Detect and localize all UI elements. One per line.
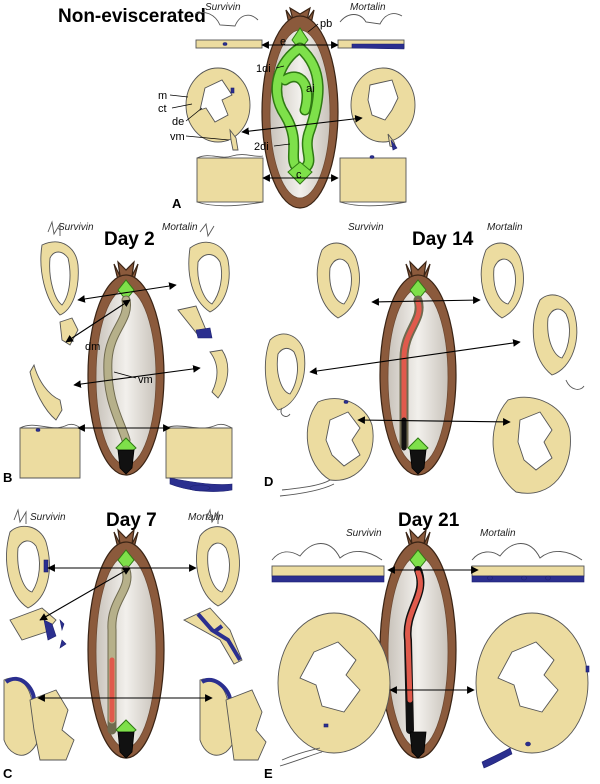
panel-a-stain-right: Mortalin xyxy=(350,2,386,13)
panel-a-body xyxy=(261,6,339,209)
label-ct: ct xyxy=(158,103,167,115)
label-ai: ai xyxy=(306,83,315,95)
panel-b-right-tissues xyxy=(165,222,233,492)
label-e: e xyxy=(280,36,286,48)
panel-d-stain-left: Survivin xyxy=(348,222,384,233)
panel-e: Day 21 Survivin Mortalin E xyxy=(264,510,590,781)
label-2di: 2di xyxy=(254,141,269,153)
panel-c-title: Day 7 xyxy=(106,510,157,531)
label-vm: vm xyxy=(170,131,185,143)
panel-c-body xyxy=(87,528,165,759)
label-pb: pb xyxy=(320,18,332,30)
panel-d-letter: D xyxy=(264,474,273,489)
panel-b-body xyxy=(87,260,165,476)
panel-d-body xyxy=(379,260,457,476)
panel-e-stain-right: Mortalin xyxy=(480,528,516,539)
panel-b-letter: B xyxy=(3,470,12,485)
panel-a-letter: A xyxy=(172,196,182,211)
label-c: c xyxy=(296,169,302,181)
panel-e-title: Day 21 xyxy=(398,510,460,531)
panel-c-letter: C xyxy=(3,766,13,781)
panel-c-stain-right: Mortalin xyxy=(188,512,224,523)
panel-d: Day 14 Survivin Mortalin D xyxy=(264,222,585,497)
panel-a-right-tissues xyxy=(337,13,416,207)
panel-e-left-tissues xyxy=(271,543,391,767)
panel-e-stain-left: Survivin xyxy=(346,528,382,539)
panel-c-stain-left: Survivin xyxy=(30,512,66,523)
panel-b-stain-left: Survivin xyxy=(58,222,94,233)
panel-d-right-tissues xyxy=(480,242,585,494)
panel-b-left-tissues xyxy=(19,220,81,479)
panel-d-left-tissues xyxy=(264,242,374,497)
panel-a-stain-left: Survivin xyxy=(205,2,241,13)
panel-c-left-tissues xyxy=(3,508,75,761)
label-b-dm: dm xyxy=(85,341,100,353)
panel-a-title: Non-eviscerated xyxy=(58,6,206,27)
panel-c-right-tissues xyxy=(183,508,267,761)
panel-d-stain-right: Mortalin xyxy=(487,222,523,233)
panel-e-letter: E xyxy=(264,766,273,781)
panel-a-left-tissues xyxy=(185,12,264,207)
label-1di: 1di xyxy=(256,63,271,75)
panel-e-right-tissues xyxy=(471,543,590,769)
label-de: de xyxy=(172,116,184,128)
panel-d-title: Day 14 xyxy=(412,229,474,250)
panel-b-stain-right: Mortalin xyxy=(162,222,198,233)
panel-a: Non-eviscerated Survivin Mortalin A pb e… xyxy=(58,2,416,211)
panel-c: Day 7 Survivin Mortalin C xyxy=(3,508,267,781)
panel-b: Day 2 Survivin Mortalin B dm vm xyxy=(3,220,233,492)
panel-b-title: Day 2 xyxy=(104,229,155,250)
panel-e-body xyxy=(379,528,457,759)
label-m: m xyxy=(158,90,167,102)
